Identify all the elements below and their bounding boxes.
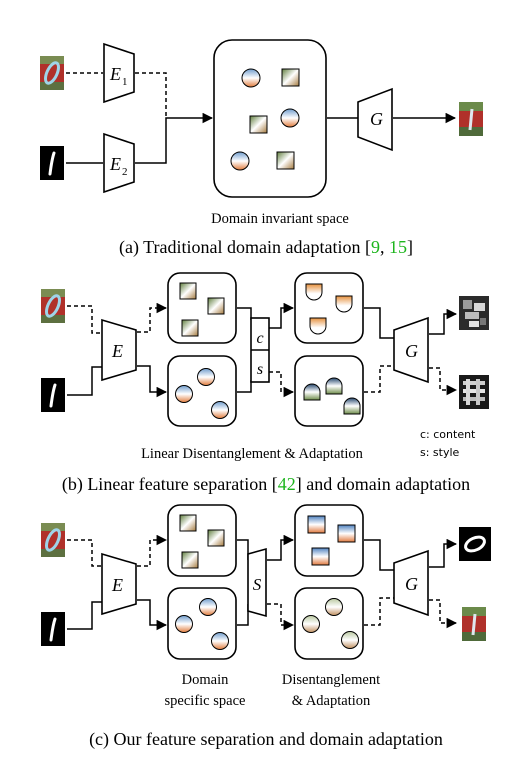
generator-g-label: G <box>370 109 383 129</box>
encoder-e2-label: E <box>109 154 121 174</box>
domain-specific-label-line2: specific space <box>165 693 246 709</box>
style-letter: s <box>257 361 263 378</box>
encoder-e2 <box>103 132 135 194</box>
encoder-e1 <box>103 42 135 104</box>
encoder-e1-subscript: 1 <box>122 76 128 88</box>
generator-g-label: G <box>405 574 418 594</box>
generator-g-label: G <box>405 341 418 361</box>
generator-g <box>357 87 393 152</box>
domain-invariant-space-box <box>213 39 327 198</box>
panel-a: E 1 E 2 G Domain invariant space (a) Tra… <box>38 39 485 258</box>
caption-b: (b) Linear feature separation [42] and d… <box>62 474 470 495</box>
panel-c: E S G <box>39 504 491 750</box>
content-space-box-left <box>167 272 237 344</box>
domain-specific-box-top <box>167 504 237 577</box>
separation-module-label: S <box>253 575 262 594</box>
linear-disentanglement-label: Linear Disentanglement & Adaptation <box>141 446 364 462</box>
domain-invariant-space-label: Domain invariant space <box>211 211 349 227</box>
generated-mnist-zero-image <box>459 527 491 561</box>
encoder-e2-subscript: 2 <box>122 166 128 178</box>
legend-style: s: style <box>420 446 460 459</box>
caption-a: (a) Traditional domain adaptation [9, 15… <box>119 237 413 258</box>
disentanglement-label-line1: Disentanglement <box>282 672 380 688</box>
separation-module-s <box>247 547 267 618</box>
domain-specific-label-line1: Domain <box>182 672 229 688</box>
generator-g <box>393 316 429 384</box>
content-space-box-right <box>294 272 364 344</box>
encoder-e-label: E <box>111 575 123 595</box>
caption-c: (c) Our feature separation and domain ad… <box>89 729 443 750</box>
generated-noisy-image-bottom <box>459 375 489 409</box>
legend-content: c: content <box>420 428 476 441</box>
encoder-e <box>101 552 137 616</box>
encoder-e1-label: E <box>109 64 121 84</box>
generator-g <box>393 549 429 617</box>
encoder-e-label: E <box>111 341 123 361</box>
generated-noisy-image-top <box>459 296 489 330</box>
encoder-e <box>101 318 137 382</box>
disentanglement-label-line2: & Adaptation <box>292 693 371 709</box>
panel-b: E c s G <box>39 272 489 495</box>
content-letter: c <box>256 330 263 347</box>
